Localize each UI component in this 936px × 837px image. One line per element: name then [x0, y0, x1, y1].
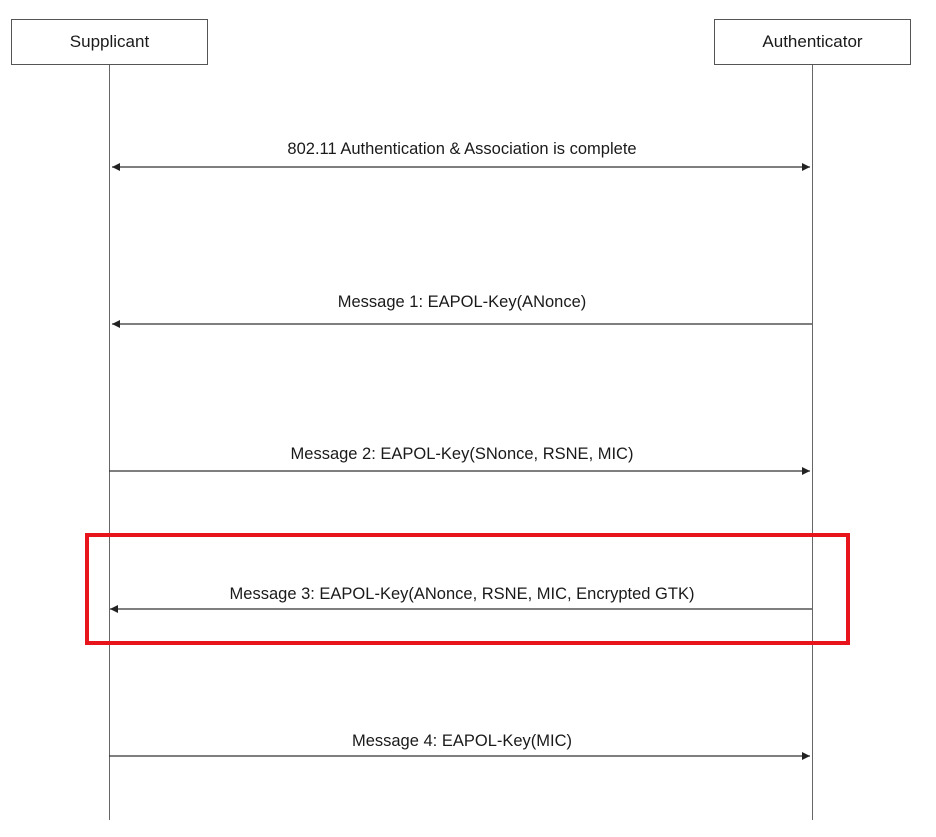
- message-label-1: Message 1: EAPOL-Key(ANonce): [337, 293, 587, 311]
- highlight-box-message-3: [85, 533, 850, 645]
- participant-authenticator: Authenticator: [714, 19, 911, 65]
- message-label-2: Message 2: EAPOL-Key(SNonce, RSNE, MIC): [290, 445, 634, 463]
- participant-authenticator-label: Authenticator: [762, 32, 863, 51]
- message-label-4: Message 4: EAPOL-Key(MIC): [351, 732, 573, 750]
- participant-supplicant-label: Supplicant: [69, 32, 150, 51]
- message-label-0: 802.11 Authentication & Association is c…: [287, 140, 637, 158]
- lifeline-supplicant: [109, 65, 110, 820]
- participant-supplicant: Supplicant: [11, 19, 208, 65]
- message-label-3: Message 3: EAPOL-Key(ANonce, RSNE, MIC, …: [229, 585, 695, 603]
- lifeline-authenticator: [812, 65, 813, 820]
